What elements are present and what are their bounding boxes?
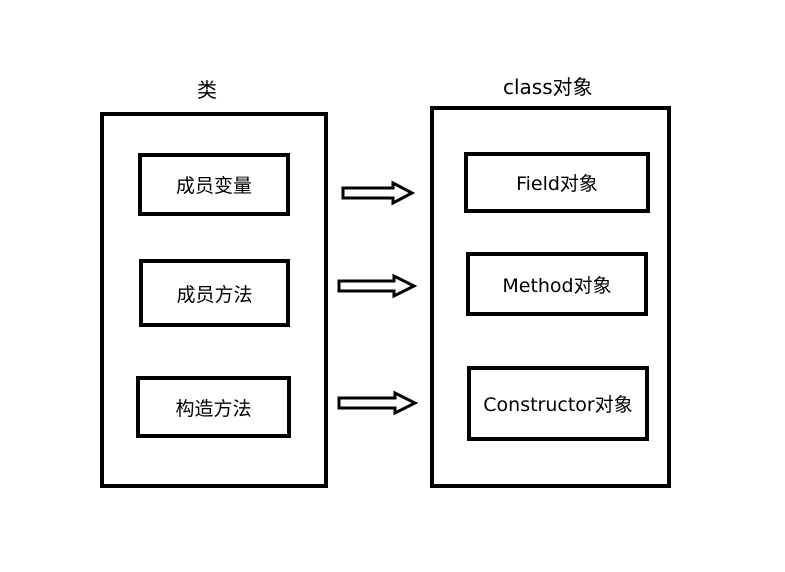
field-object-box: Field对象 — [464, 152, 650, 213]
method-object-box: Method对象 — [466, 252, 648, 316]
right-title: class对象 — [503, 75, 593, 99]
arrow-constructor — [337, 390, 419, 416]
arrow-field — [341, 180, 416, 206]
arrow-method — [337, 273, 418, 299]
constructor-object-box: Constructor对象 — [467, 366, 649, 441]
member-variable-box: 成员变量 — [138, 153, 290, 216]
left-title: 类 — [197, 78, 217, 102]
constructor-method-box: 构造方法 — [136, 376, 291, 438]
member-method-box: 成员方法 — [139, 259, 290, 327]
